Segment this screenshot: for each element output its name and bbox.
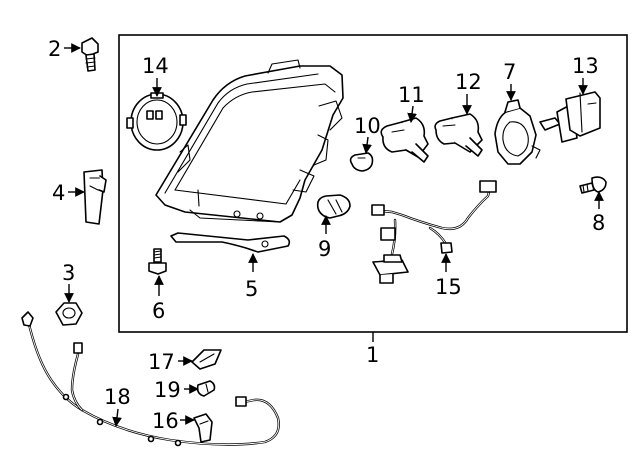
part-5-bracket bbox=[170, 232, 291, 253]
callout-13: 13 bbox=[572, 54, 599, 78]
callout-5: 5 bbox=[245, 277, 258, 301]
callout-18: 18 bbox=[104, 385, 131, 409]
headlamp-housing bbox=[155, 59, 344, 223]
arrow-10 bbox=[362, 136, 372, 154]
callout-11: 11 bbox=[398, 83, 425, 107]
callout-8: 8 bbox=[592, 211, 605, 235]
part-14-trim-ring bbox=[126, 92, 187, 151]
part-11-bulb-socket bbox=[380, 117, 429, 163]
callout-6: 6 bbox=[152, 299, 165, 323]
callout-10: 10 bbox=[354, 114, 381, 138]
part-16-connector bbox=[193, 413, 213, 443]
callout-17: 17 bbox=[148, 350, 175, 374]
part-3-nut bbox=[55, 302, 83, 326]
callout-2: 2 bbox=[48, 37, 61, 61]
callout-4: 4 bbox=[52, 181, 65, 205]
callout-7: 7 bbox=[503, 60, 516, 84]
callout-16: 16 bbox=[152, 409, 179, 433]
part-10-side-marker-bulb bbox=[349, 152, 374, 172]
part-7-reflector bbox=[494, 99, 541, 165]
part-15-wiring-harness bbox=[371, 180, 497, 284]
callout-3: 3 bbox=[62, 261, 75, 285]
callout-12: 12 bbox=[455, 70, 482, 94]
arrow-11 bbox=[407, 105, 417, 123]
part-2-bolt bbox=[81, 37, 99, 72]
part-8-bolt bbox=[579, 176, 607, 194]
callout-9: 9 bbox=[318, 237, 331, 261]
part-19-grommet bbox=[196, 380, 216, 397]
callout-1: 1 bbox=[366, 343, 379, 367]
part-6-bolt bbox=[148, 248, 167, 275]
part-13-hid-ballast bbox=[539, 91, 601, 143]
part-17-cap bbox=[191, 349, 222, 370]
callout-19: 19 bbox=[154, 378, 181, 402]
part-4-clip bbox=[83, 169, 107, 225]
callout-14: 14 bbox=[142, 54, 169, 78]
arrow-18 bbox=[112, 408, 122, 427]
part-12-bulb-socket bbox=[434, 113, 483, 157]
callout-15: 15 bbox=[435, 275, 462, 299]
part-9-bulb bbox=[316, 194, 351, 219]
part-18-sensor-harness bbox=[21, 311, 280, 447]
